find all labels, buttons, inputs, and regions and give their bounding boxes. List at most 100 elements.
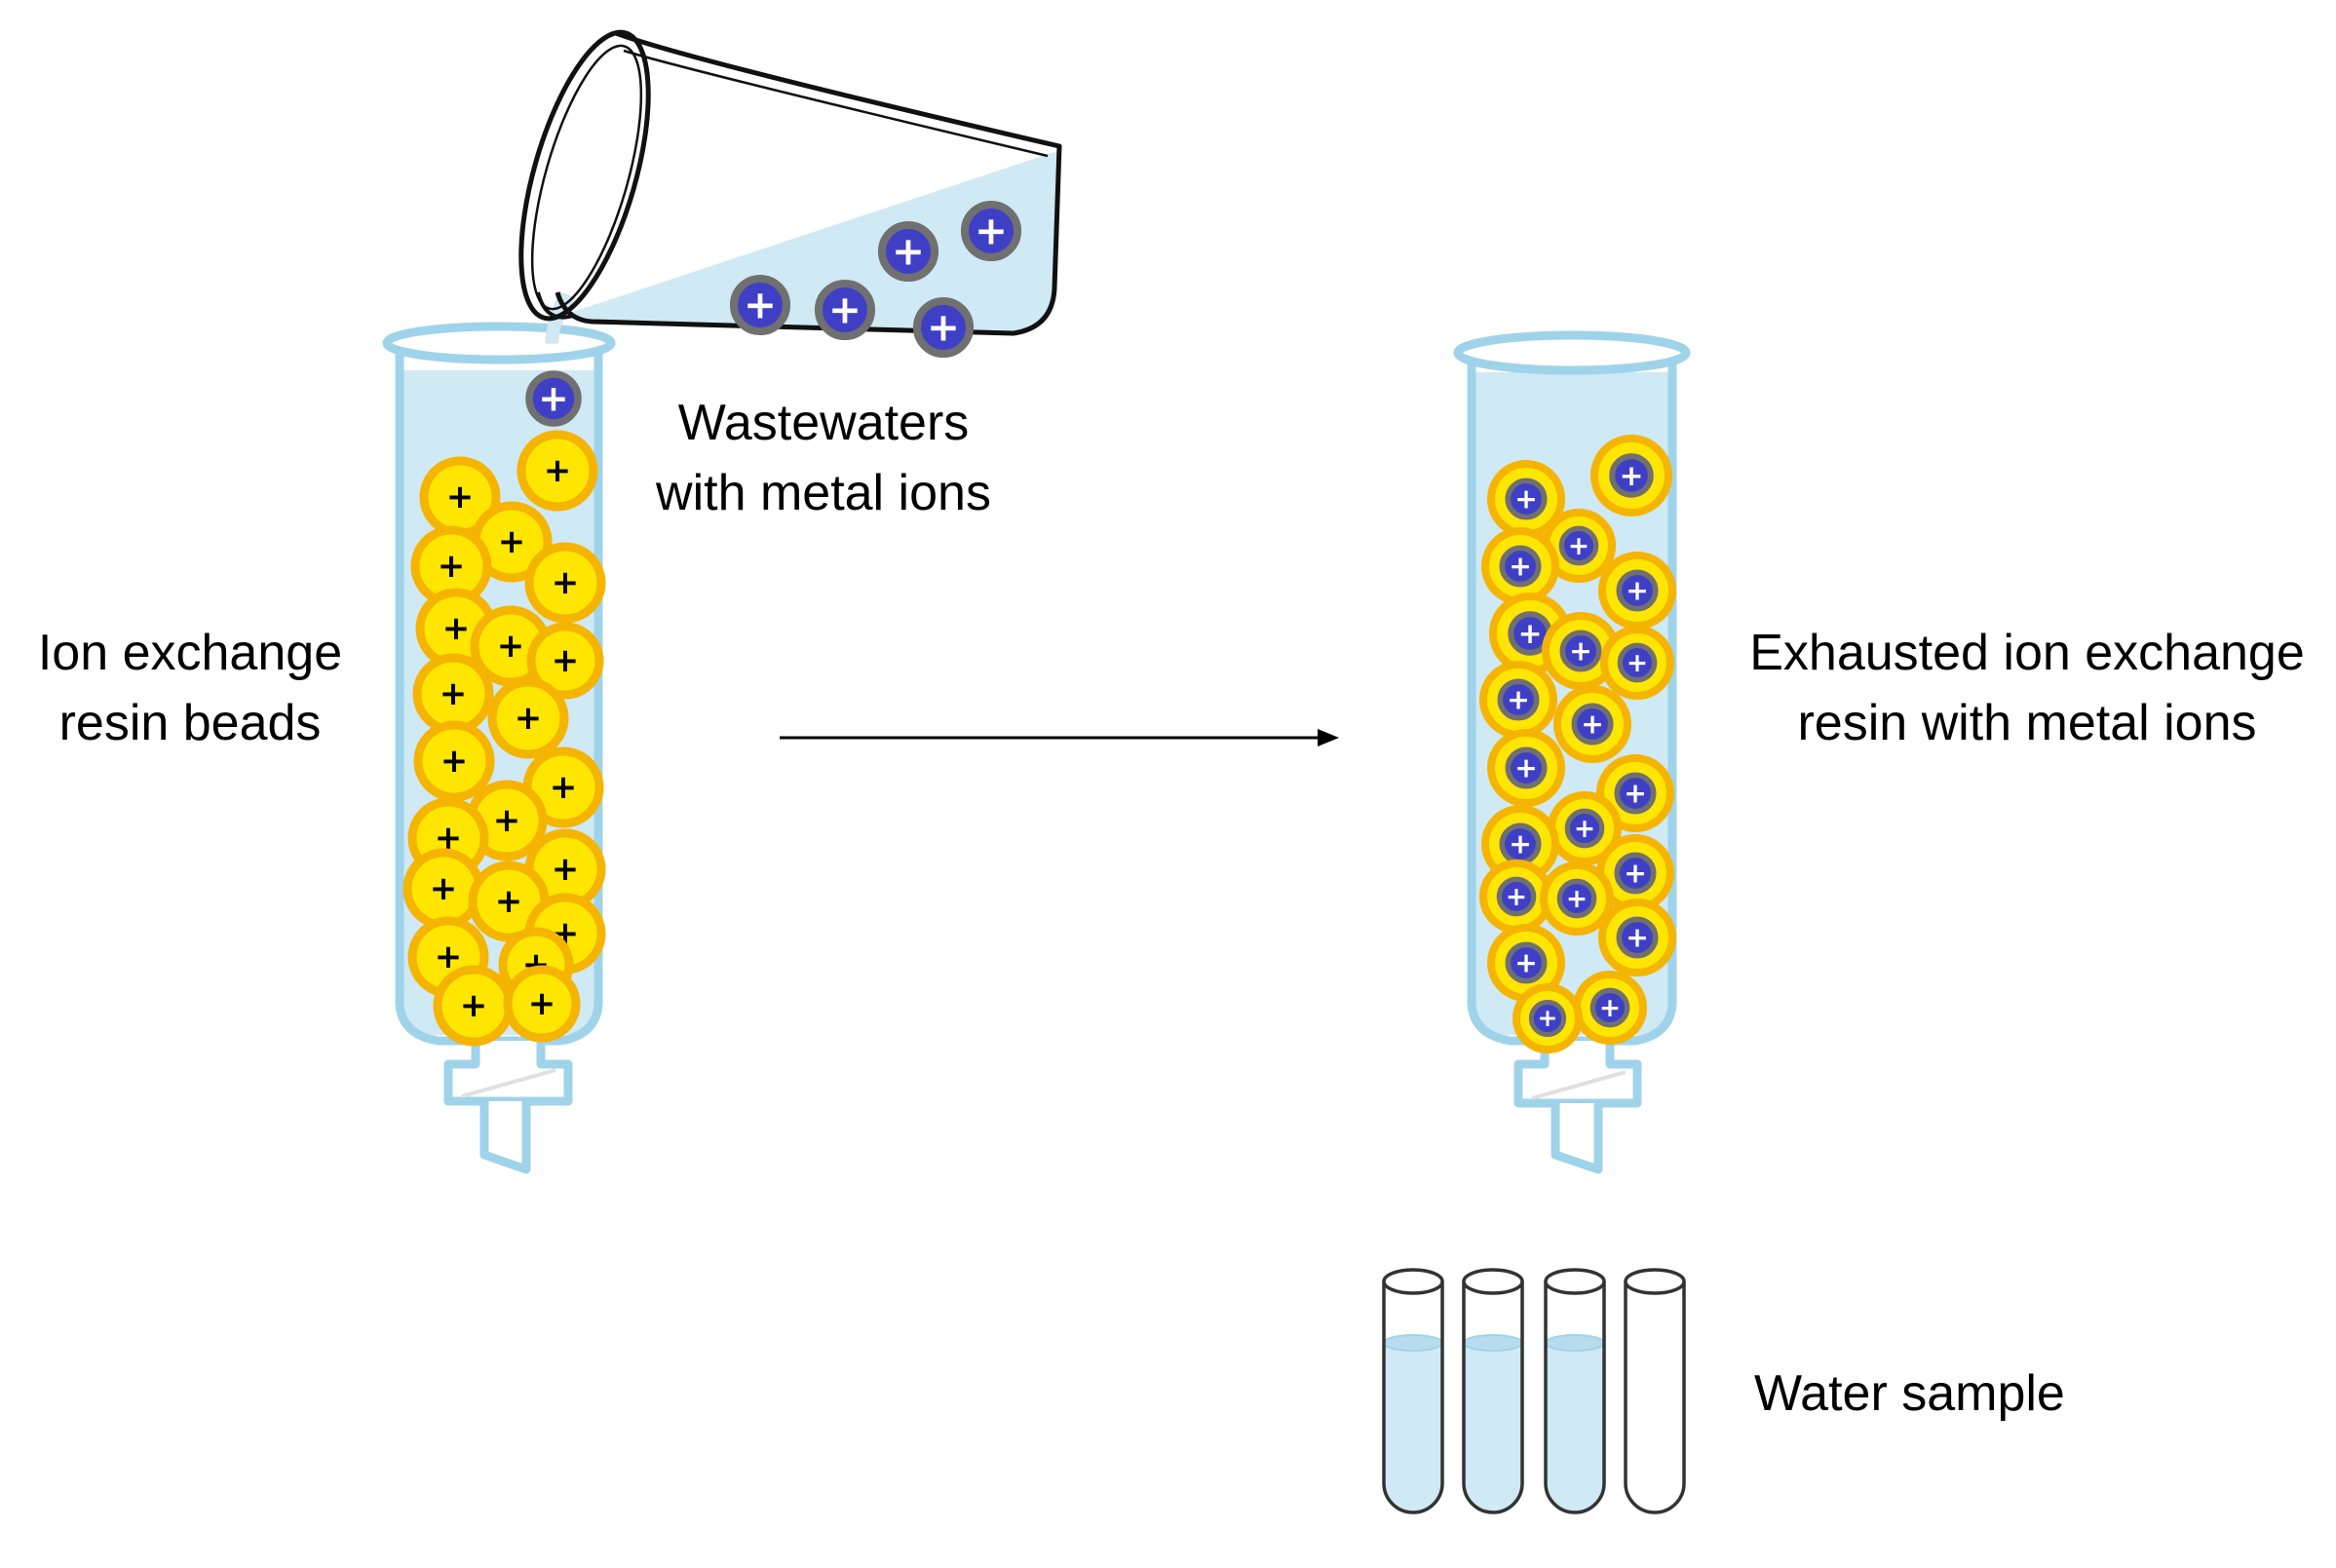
charge-plus-icon: +: [1568, 531, 1589, 561]
resin-bead: +: [412, 653, 494, 735]
charge-plus-icon: +: [550, 768, 578, 807]
charge-plus-icon: +: [446, 478, 475, 516]
charge-plus-icon: +: [1514, 946, 1538, 978]
charge-plus-icon: +: [528, 984, 556, 1023]
bound-metal-ion: +: [1496, 876, 1537, 917]
left-column-rim: [382, 322, 616, 364]
exhausted-bead: +: [1481, 527, 1559, 605]
charge-plus-icon: +: [927, 303, 960, 350]
resin-bead: +: [468, 860, 550, 942]
charge-plus-icon: +: [1538, 1004, 1558, 1032]
resin-bead: +: [526, 622, 604, 700]
charge-plus-icon: +: [430, 869, 458, 908]
charge-plus-icon: +: [1626, 574, 1649, 606]
bound-metal-ion: +: [1499, 822, 1542, 865]
water-sample-label: Water sample: [1754, 1358, 2125, 1429]
bound-metal-ion: +: [1589, 987, 1630, 1028]
exhausted-resin-label: Exhausted ion exchange resin with metal …: [1725, 618, 2329, 758]
exhausted-bead: +: [1573, 971, 1647, 1045]
wastewaters-label-line2: with metal ions: [656, 465, 991, 521]
exhausted-bead: +: [1487, 460, 1565, 538]
charge-plus-icon: +: [1626, 921, 1649, 953]
charge-plus-icon: +: [440, 742, 469, 781]
bound-metal-ion: +: [1609, 453, 1654, 498]
charge-plus-icon: +: [828, 286, 862, 332]
charge-plus-icon: +: [552, 563, 580, 602]
resin-bead: +: [413, 720, 495, 802]
right-exhausted-beads: +++++++++++++++++++++: [1479, 435, 1676, 1053]
beaker-water: [555, 146, 1059, 333]
beaker-metal-ion: +: [814, 279, 876, 341]
charge-plus-icon: +: [1569, 634, 1592, 667]
test-tube-water: [1464, 1343, 1522, 1512]
incoming-metal-ion: +: [525, 370, 582, 427]
charge-plus-icon: +: [438, 547, 466, 586]
charge-plus-icon: +: [493, 801, 521, 840]
charge-plus-icon: +: [744, 281, 777, 327]
charge-plus-icon: +: [498, 522, 526, 561]
charge-plus-icon: +: [1620, 458, 1644, 492]
bound-metal-ion: +: [1564, 808, 1605, 849]
charge-plus-icon: +: [495, 882, 523, 921]
charge-plus-icon: +: [1574, 814, 1595, 844]
charge-plus-icon: +: [1624, 857, 1647, 889]
resin-bead: +: [487, 677, 569, 759]
exhausted-bead: +: [1600, 626, 1674, 700]
exhausted-bead: +: [1479, 661, 1557, 739]
right-column-rim: [1453, 330, 1691, 375]
charge-plus-icon: +: [552, 850, 580, 889]
charge-plus-icon: +: [460, 986, 488, 1025]
beaker-body: [555, 30, 1062, 336]
charge-plus-icon: +: [442, 609, 471, 648]
exhausted-bead: +: [1598, 552, 1676, 630]
process-arrow: [780, 729, 1339, 746]
bound-metal-ion: +: [1614, 772, 1657, 815]
resin-bead: +: [503, 965, 581, 1043]
exhausted-bead: +: [1542, 509, 1616, 583]
bound-metal-ion: +: [1617, 642, 1658, 683]
resin-bead: +: [466, 780, 548, 861]
exhausted-bead: +: [1596, 754, 1674, 832]
exhausted-resin-label-line1: Exhausted ion exchange: [1749, 625, 2305, 681]
charge-plus-icon: +: [1514, 751, 1538, 784]
charge-plus-icon: +: [497, 627, 525, 666]
bound-metal-ion: +: [1559, 630, 1602, 672]
bound-metal-ion: +: [1616, 916, 1659, 959]
wastewaters-label-line1: Wastewaters: [677, 395, 970, 451]
test-tube-water: [1384, 1343, 1442, 1512]
bound-metal-ion: +: [1528, 999, 1567, 1038]
left-column: ++++++++++++++++++++++ +: [382, 322, 616, 1174]
exhausted-bead: +: [1487, 729, 1565, 807]
exhausted-bead: +: [1596, 834, 1674, 912]
bound-metal-ion: +: [1497, 678, 1540, 721]
exhausted-bead: +: [1540, 861, 1614, 936]
resin-beads-label-line1: Ion exchange: [37, 625, 343, 681]
beaker-inner-line: [623, 49, 1049, 158]
charge-plus-icon: +: [515, 699, 543, 738]
test-tube: [1624, 1268, 1686, 1514]
charge-plus-icon: +: [1509, 550, 1532, 582]
bound-metal-ion: +: [1505, 941, 1548, 984]
bound-metal-ion: +: [1614, 852, 1657, 895]
bound-metal-ion: +: [1556, 878, 1597, 919]
charge-plus-icon: +: [1599, 993, 1621, 1023]
exhausted-resin-label-line2: resin with metal ions: [1797, 695, 2257, 751]
water-sample-tubes: [1382, 1268, 1686, 1514]
resin-beads-label: Ion exchange resin beads: [10, 618, 370, 758]
bound-metal-ion: +: [1616, 569, 1659, 612]
beaker-metal-ion: +: [912, 296, 975, 359]
bound-metal-ion: +: [1499, 545, 1542, 588]
exhausted-bead: +: [1542, 612, 1620, 690]
beaker-metal-ions: +++++: [729, 200, 1022, 359]
test-tube-water: [1546, 1343, 1604, 1512]
wastewaters-label: Wastewaters with metal ions: [604, 388, 1043, 528]
test-tube: [1462, 1268, 1524, 1514]
charge-plus-icon: +: [1509, 827, 1532, 860]
beaker-metal-ion: +: [877, 220, 939, 283]
right-column: +++++++++++++++++++++: [1453, 330, 1691, 1174]
water-sample-label-text: Water sample: [1754, 1365, 2065, 1422]
beaker-spout: [536, 291, 574, 320]
resin-beads-label-line2: resin beads: [58, 695, 322, 751]
right-column-stopcock: [1513, 1041, 1642, 1174]
